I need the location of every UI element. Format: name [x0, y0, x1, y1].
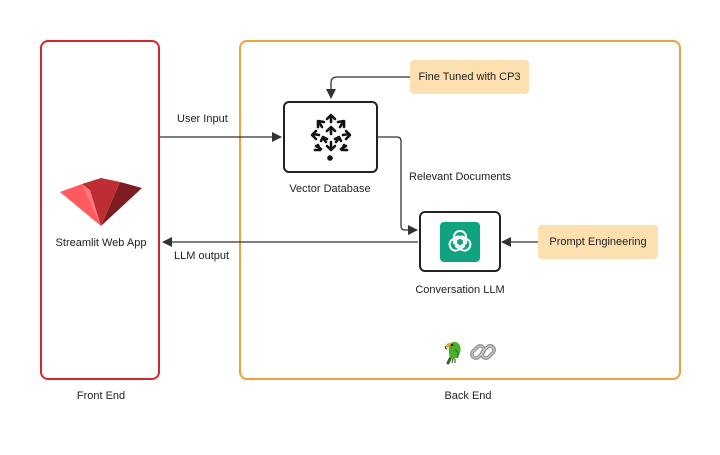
back-end-label: Back End	[444, 390, 492, 402]
front-end-label: Front End	[76, 390, 126, 402]
user-input-label: User Input	[177, 113, 228, 125]
conversation-llm-label: Conversation LLM	[415, 284, 505, 296]
fine-tuned-note: Fine Tuned with CP3	[410, 60, 529, 94]
conversation-llm-node	[419, 211, 501, 272]
relevant-documents-edge	[378, 136, 418, 235]
pinecone-icon	[310, 113, 351, 161]
fine-tuned-edge	[326, 76, 410, 99]
backend-frame	[239, 40, 681, 380]
prompt-engineering-note: Prompt Engineering	[538, 225, 658, 259]
llm-output-label: LLM output	[174, 250, 230, 262]
vector-database-node	[283, 101, 378, 173]
relevant-documents-label: Relevant Documents	[409, 171, 512, 183]
vector-database-label: Vector Database	[289, 183, 371, 195]
openai-icon	[440, 221, 480, 262]
streamlit-boat-icon	[60, 178, 142, 226]
parrot-icon	[444, 342, 461, 365]
streamlit-app-label: Streamlit Web App	[55, 237, 147, 249]
chain-link-icon	[470, 344, 496, 360]
